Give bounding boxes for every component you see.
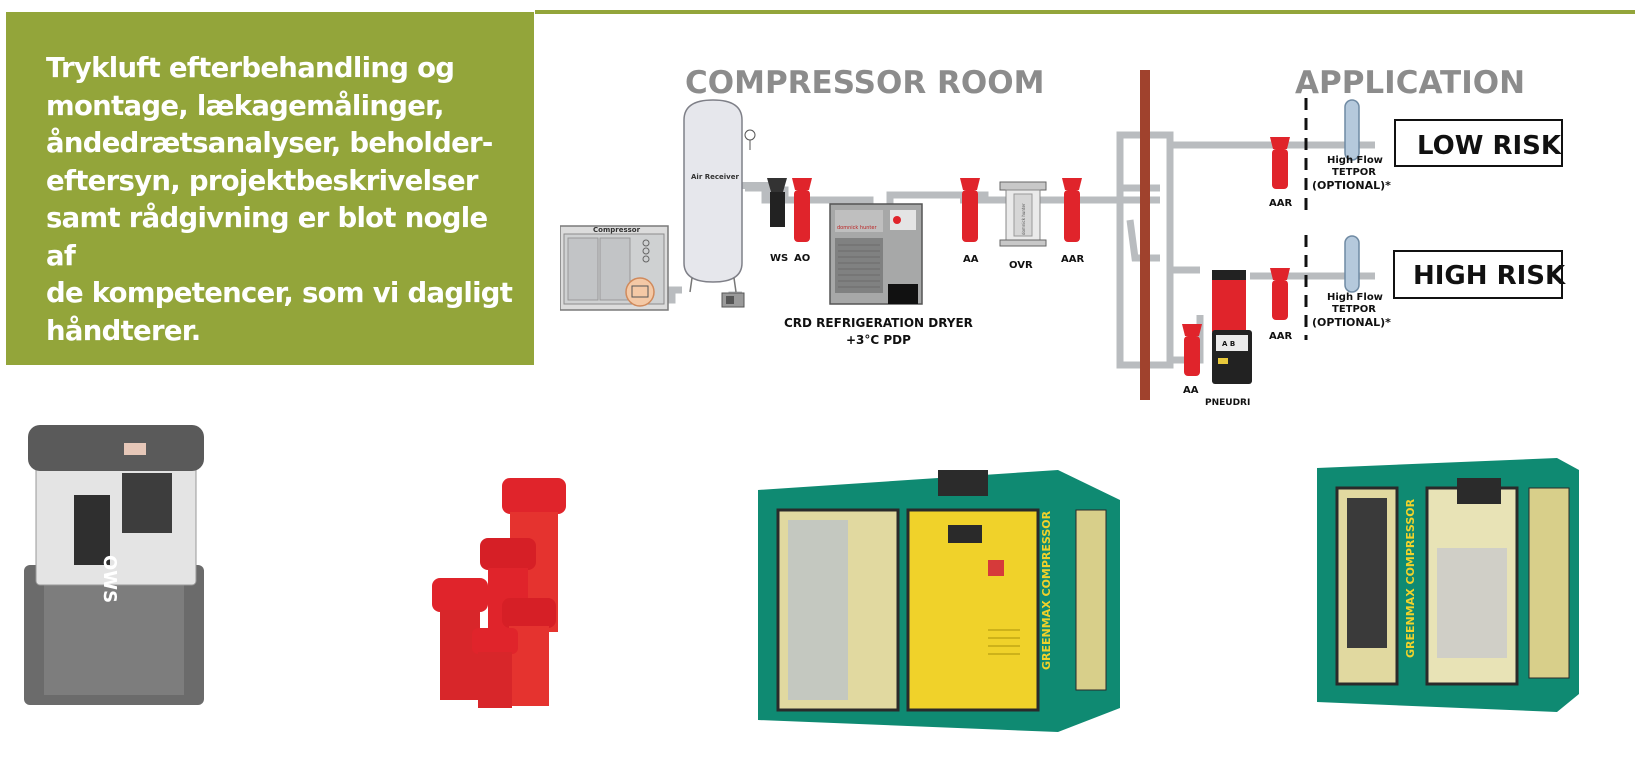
ao-label: AO — [794, 253, 810, 264]
compressor-unit: Compressor — [560, 225, 669, 311]
ao-filter: AO — [792, 178, 812, 264]
oil-water-separator-product: OWS — [14, 425, 214, 725]
tetpor-low-line3: (OPTIONAL)* — [1312, 179, 1391, 192]
ws-label: WS — [770, 253, 788, 264]
compressor-product-1: GREENMAX COMPRESSOR — [758, 470, 1120, 732]
ovr-label: OVR — [1009, 260, 1033, 271]
tetpor-high-line1: High Flow — [1327, 292, 1383, 303]
compressor-1-brand: GREENMAX COMPRESSOR — [1040, 510, 1053, 670]
aa-main-filter: AA — [960, 178, 980, 265]
air-receiver: Air Receiver — [683, 99, 756, 308]
aar-main-label: AAR — [1061, 254, 1084, 265]
air-receiver-label: Air Receiver — [691, 173, 739, 181]
compressed-air-system-diagram: COMPRESSOR ROOM APPLICATION Compressor — [560, 65, 1566, 408]
aar-low-label: AAR — [1269, 198, 1292, 209]
compressor-product-2: GREENMAX COMPRESSOR — [1317, 458, 1579, 712]
red-filter-group-product — [432, 478, 582, 708]
tetpor-high-line3: (OPTIONAL)* — [1312, 316, 1391, 329]
aar-high-label: AAR — [1269, 331, 1292, 342]
compressor-highlight-icon — [625, 277, 655, 307]
pressure-gauge-icon — [744, 129, 756, 141]
low-risk-box: LOW RISK — [1394, 119, 1563, 167]
ovr-unit: domnick hunter OVR — [999, 181, 1047, 271]
tetpor-low-line2: TETPOR — [1332, 167, 1376, 178]
ws-separator: WS — [767, 178, 788, 264]
intro-panel: Trykluft efterbehandling og montage, læk… — [6, 12, 534, 365]
dryer-label-line2: +3°C PDP — [846, 333, 911, 347]
application-heading: APPLICATION — [1295, 65, 1525, 101]
pneudri-dryer: A B PNEUDRI — [1205, 270, 1252, 408]
refrigeration-dryer: domnick hunter CRD REFRIGERATION DRYER +… — [784, 203, 973, 347]
tetpor-high-line2: TETPOR — [1332, 304, 1376, 315]
pneudri-label: PNEUDRI — [1205, 398, 1250, 408]
room-wall — [1140, 70, 1150, 400]
aar-high-filter: AAR — [1269, 268, 1292, 342]
high-risk-box: HIGH RISK — [1393, 250, 1566, 299]
dryer-label-line1: CRD REFRIGERATION DRYER — [784, 316, 973, 330]
pneudri-panel-label: A B — [1222, 340, 1235, 348]
high-risk-label: HIGH RISK — [1413, 261, 1566, 291]
aa-main-label: AA — [963, 254, 979, 265]
low-risk-label: LOW RISK — [1417, 131, 1562, 161]
tetpor-high: High Flow TETPOR (OPTIONAL)* — [1312, 235, 1391, 329]
dryer-brand: domnick hunter — [837, 225, 877, 231]
oil-separator-brand: OWS — [99, 555, 120, 603]
aa-high-filter: AA — [1182, 324, 1202, 396]
aar-low-filter: AAR — [1269, 137, 1292, 209]
compressor-label: Compressor — [593, 226, 641, 234]
tetpor-low: High Flow TETPOR (OPTIONAL)* — [1312, 99, 1391, 192]
pipe-receiver-outlet — [742, 182, 772, 189]
aa-high-label: AA — [1183, 385, 1199, 396]
compressor-room-heading: COMPRESSOR ROOM — [685, 65, 1044, 101]
top-rule — [535, 10, 1635, 14]
ovr-brand: domnick hunter — [1021, 203, 1026, 235]
compressor-2-brand: GREENMAX COMPRESSOR — [1404, 498, 1417, 658]
aar-main-filter: AAR — [1061, 178, 1084, 265]
tetpor-low-line1: High Flow — [1327, 155, 1383, 166]
intro-text: Trykluft efterbehandling og montage, læk… — [46, 52, 513, 347]
